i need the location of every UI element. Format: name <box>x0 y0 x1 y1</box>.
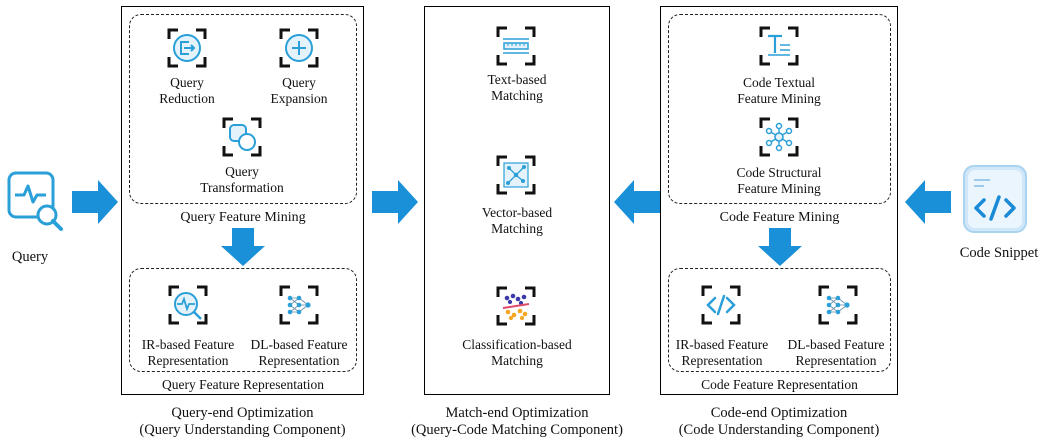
arrow-query-to-match <box>372 180 418 224</box>
query-feature-mining-box <box>129 14 357 204</box>
code-feature-representation-title: Code Feature Representation <box>701 377 858 392</box>
query-end-caption: Query-end Optimization(Query Understandi… <box>139 405 346 438</box>
code-feature-mining-box <box>668 14 891 204</box>
query-feature-representation-title: Query Feature Representation <box>162 377 324 392</box>
query-feature-representation-box <box>129 268 357 372</box>
arrow-query-mining-to-repr <box>221 228 265 266</box>
code-feature-representation-box <box>668 268 891 372</box>
match-end-caption: Match-end Optimization(Query-Code Matchi… <box>411 405 623 438</box>
query-label: Query <box>11 249 49 265</box>
arrow-query-to-panel <box>72 180 118 224</box>
reduction-icon <box>167 28 207 68</box>
textual-icon <box>759 26 799 66</box>
match-end-panel <box>424 6 610 395</box>
code-end-panel <box>660 6 898 395</box>
ir-pulse-icon <box>168 285 208 325</box>
query-end-panel <box>121 6 364 395</box>
vector-matching-icon <box>496 155 536 195</box>
structural-icon <box>759 117 799 157</box>
arrow-snippet-to-code <box>905 180 951 224</box>
code-snippet-label: Code Snippet <box>959 245 1039 261</box>
query-feature-mining-title: Query Feature Mining <box>180 210 306 225</box>
neural-network-icon <box>818 285 858 325</box>
code-snippet-icon <box>963 165 1027 233</box>
arrow-code-to-match <box>614 180 660 224</box>
classification-icon <box>496 286 536 326</box>
text-matching-icon <box>496 26 536 66</box>
query-search-icon <box>7 171 63 231</box>
arrow-code-mining-to-repr <box>758 228 802 266</box>
transformation-icon <box>222 117 262 157</box>
code-end-caption: Code-end Optimization(Code Understanding… <box>678 405 880 438</box>
neural-network-icon <box>279 285 319 325</box>
expansion-icon <box>279 28 319 68</box>
code-feature-mining-title: Code Feature Mining <box>719 210 840 225</box>
code-tag-icon <box>701 285 741 325</box>
